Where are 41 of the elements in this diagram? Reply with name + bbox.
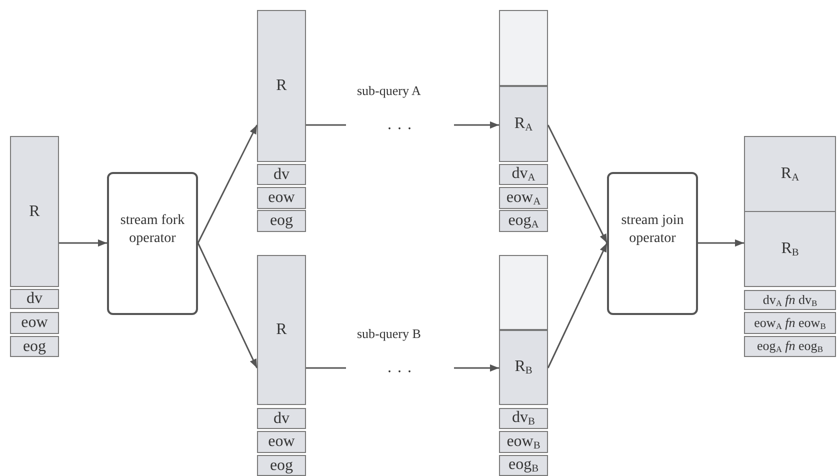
data-cell: dv xyxy=(257,164,306,185)
arrow xyxy=(454,364,499,372)
connector-line xyxy=(306,367,346,369)
data-cell: eow$_{A}$ fn eow$_{B}$ xyxy=(744,312,836,334)
data-cell: eow$_{B}$ xyxy=(499,431,548,453)
data-cell: R$_{A}$ xyxy=(744,136,836,212)
data-cell: eog$_{A}$ xyxy=(499,210,548,232)
data-cell: R$_{A}$ xyxy=(499,86,548,162)
ellipsis-text: . . . xyxy=(346,356,454,380)
data-cell: dv$_{A}$ xyxy=(499,164,548,185)
data-cell: eow xyxy=(257,431,306,453)
data-cell: R xyxy=(257,10,306,162)
data-cell: eog$_{A}$ fn eog$_{B}$ xyxy=(744,336,836,357)
ellipsis-text: . . . xyxy=(346,113,454,137)
data-cell: dv$_{A}$ fn dv$_{B}$ xyxy=(744,290,836,310)
arrow xyxy=(698,239,744,247)
data-cell: eog xyxy=(257,210,306,232)
data-cell: dv xyxy=(257,408,306,429)
arrow xyxy=(197,242,258,368)
sub-query-label: sub-query A xyxy=(357,83,421,99)
connector-line xyxy=(306,124,346,126)
arrow xyxy=(197,124,258,244)
arrow xyxy=(59,239,107,247)
data-cell: eog xyxy=(257,455,306,476)
arrow xyxy=(547,124,608,244)
operator-box: stream join operator xyxy=(607,172,698,315)
data-cell: eow xyxy=(257,187,306,209)
data-cell: eow$_{A}$ xyxy=(499,187,548,209)
arrow xyxy=(547,242,608,368)
sub-query-label: sub-query B xyxy=(357,326,421,342)
data-cell: R$_{B}$ xyxy=(499,330,548,405)
data-cell: dv$_{B}$ xyxy=(499,408,548,429)
data-cell: eog$_{B}$ xyxy=(499,455,548,476)
data-cell: R xyxy=(257,255,306,405)
data-cell: eow xyxy=(10,312,59,334)
arrow xyxy=(454,121,499,129)
data-cell: R$_{B}$ xyxy=(744,211,836,287)
data-cell: eog xyxy=(10,336,59,357)
operator-box: stream fork operator xyxy=(107,172,198,315)
data-cell: dv xyxy=(10,289,59,309)
data-cell: R xyxy=(10,136,59,287)
